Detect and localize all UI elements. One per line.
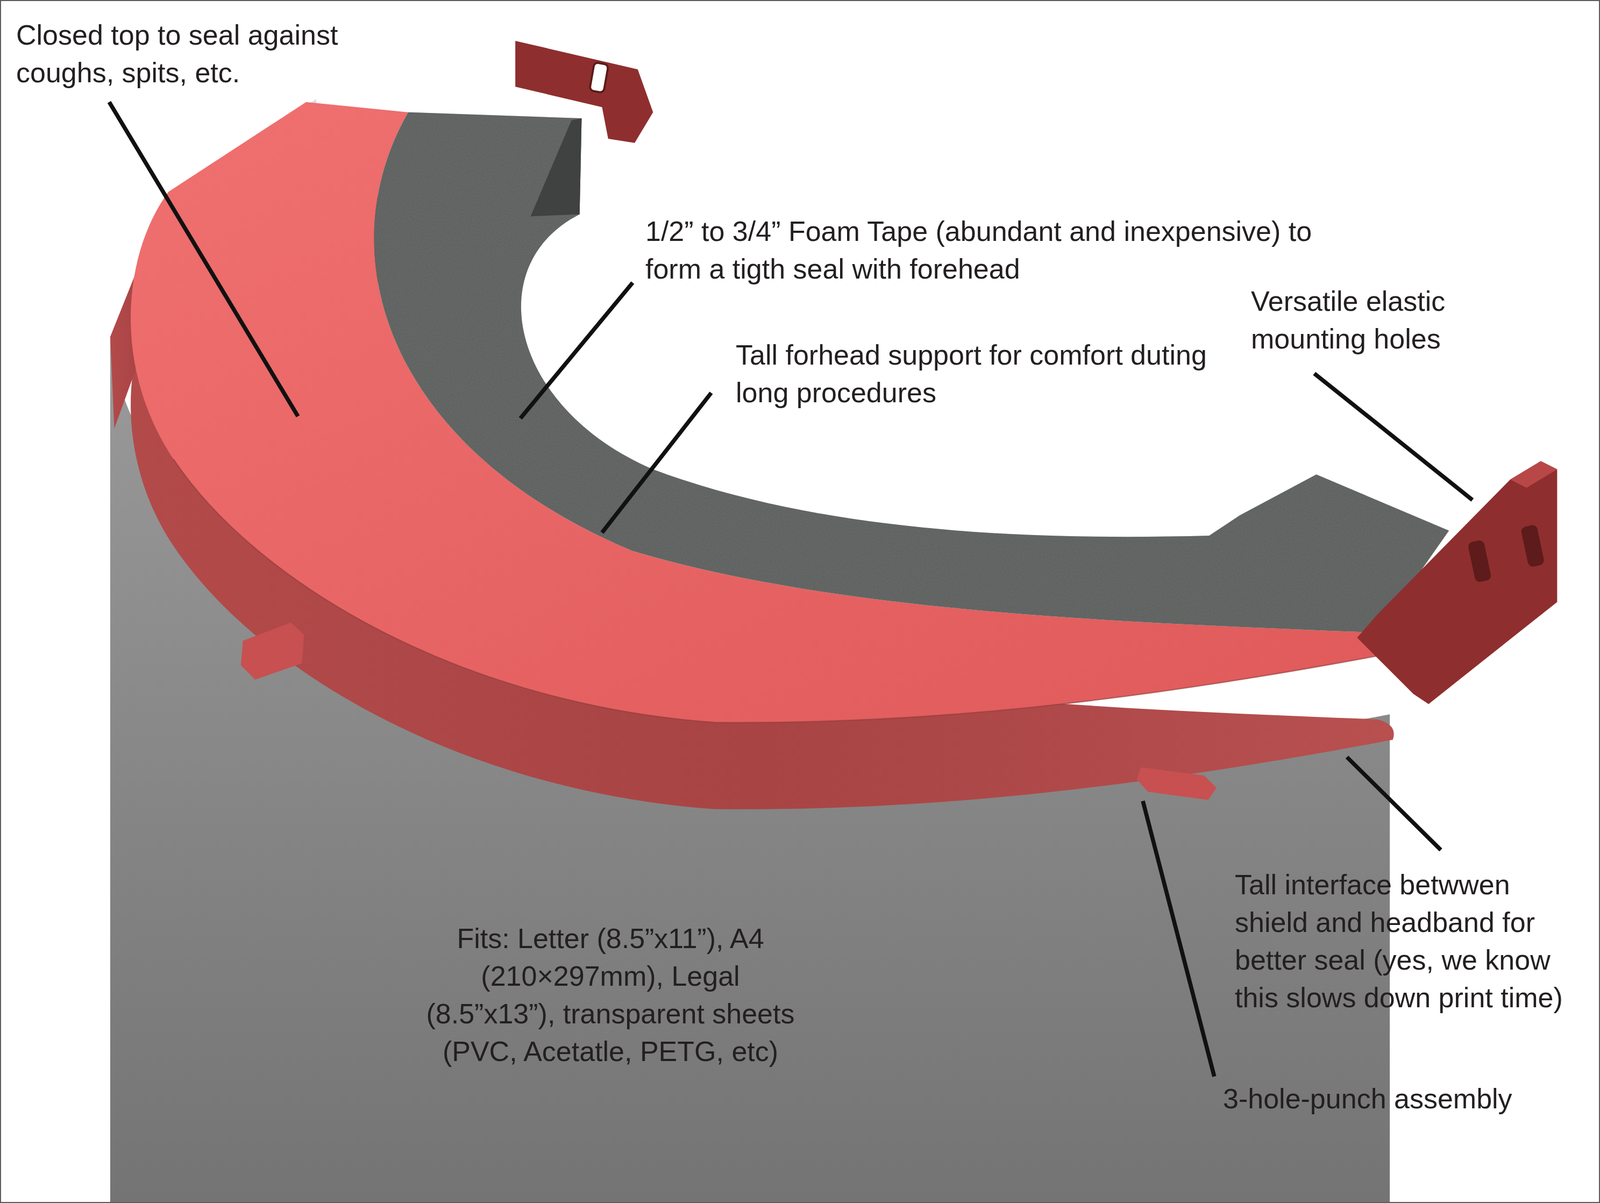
callout-label: Versatile elastic mounting holes: [1250, 282, 1510, 358]
callout-label: Closed top to seal against coughs, spits…: [16, 16, 393, 92]
callout-label: Tall interface betwwen shield and headba…: [1234, 865, 1590, 1017]
callout-label: 1/2” to 3/4” Foam Tape (abundant and ine…: [645, 212, 1345, 288]
callout-label: Tall forhead support for comfort duting …: [735, 336, 1210, 412]
callout-label: Fits: Letter (8.5”x11”), A4 (210×297mm),…: [424, 919, 796, 1071]
callout-label: 3-hole-punch assembly: [1222, 1079, 1589, 1118]
